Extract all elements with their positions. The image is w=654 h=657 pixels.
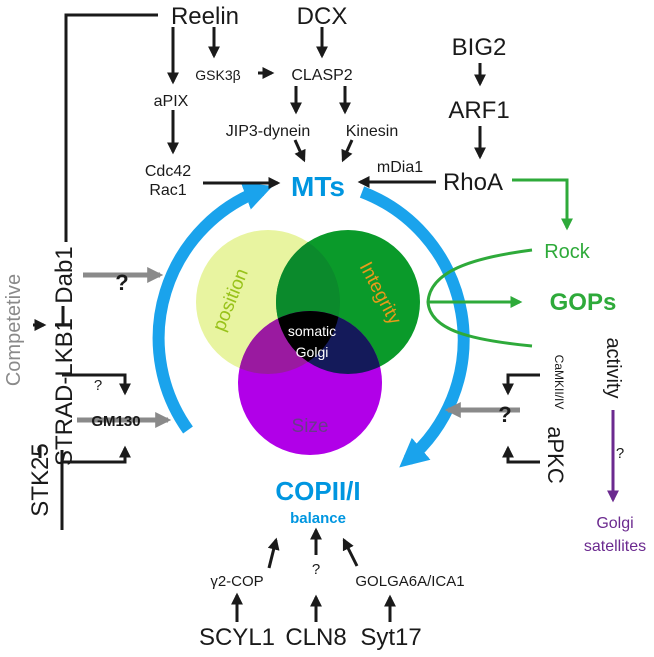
node-golgi-satellites-line-2: satellites xyxy=(584,538,646,555)
node-big2: BIG2 xyxy=(452,34,507,61)
node-activity: activity xyxy=(602,337,624,398)
question-mark-strad: ? xyxy=(94,377,102,394)
node-balance: balance xyxy=(290,510,346,527)
node-camkii-iv: CaMKII/IV xyxy=(552,355,566,410)
venn-label-size: Size xyxy=(292,416,329,437)
node-scyl1: SCYL1 xyxy=(199,624,275,651)
question-mark-camk: ? xyxy=(498,402,511,427)
node-clasp2: CLASP2 xyxy=(291,67,352,84)
node-mts: MTs xyxy=(291,171,345,202)
cycle-arrow-left xyxy=(152,182,273,434)
node-strad-lkb1: STRAD-LKB1 xyxy=(51,318,78,466)
node-gops: GOPs xyxy=(550,289,617,316)
node-golga6a-ica1: GOLGA6A/ICA1 xyxy=(355,573,464,590)
node-dcx: DCX xyxy=(297,3,348,30)
node-arf1: ARF1 xyxy=(448,97,509,124)
node-cln8: CLN8 xyxy=(285,624,346,651)
node-competetive: Competetive xyxy=(3,274,25,386)
node-kinesin: Kinesin xyxy=(346,123,398,140)
question-mark-dab1: ? xyxy=(115,270,128,295)
node-rock: Rock xyxy=(544,241,591,263)
node-copii-i: COPII/I xyxy=(275,476,360,506)
green-connectors xyxy=(426,178,573,348)
black-connectors xyxy=(33,13,540,622)
node-rhoa: RhoA xyxy=(443,169,503,196)
node-golgi-satellites-line-1: Golgi xyxy=(596,515,633,532)
node-syt17: Syt17 xyxy=(360,624,421,651)
integrity-size-overlap xyxy=(276,311,382,374)
node-g2-cop: γ2-COP xyxy=(210,573,263,590)
venn-center-line-2: Golgi xyxy=(296,344,329,360)
position-size-overlap xyxy=(238,311,340,374)
venn-diagram xyxy=(196,230,420,455)
node-rac1: Rac1 xyxy=(149,182,186,199)
venn-center-line-1: somatic xyxy=(288,323,336,339)
node-mdia1: mDia1 xyxy=(377,159,423,176)
node-stk25: STK25 xyxy=(27,443,54,516)
node-jip3-dynein: JIP3-dynein xyxy=(226,123,311,140)
node-apkc: aPKC xyxy=(543,426,568,484)
node-gsk3b: GSK3β xyxy=(195,67,240,83)
node-cdc42: Cdc42 xyxy=(145,163,191,180)
cycle-arrow-right xyxy=(359,186,470,468)
node-dab1: Dab1 xyxy=(51,246,78,303)
question-mark-cln8: ? xyxy=(312,561,320,578)
node-gm130: GM130 xyxy=(91,413,140,430)
node-reelin: Reelin xyxy=(171,3,239,30)
reelin-dab1-line xyxy=(64,13,158,242)
node-apix: aPIX xyxy=(154,93,189,110)
question-mark-activity: ? xyxy=(616,445,624,462)
